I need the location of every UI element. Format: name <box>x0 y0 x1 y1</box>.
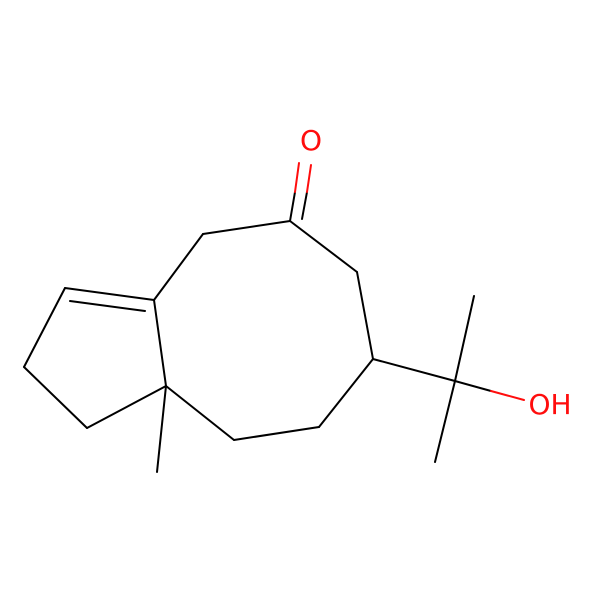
bond-ring5-c <box>86 385 167 429</box>
bond-ring8-e <box>318 358 374 428</box>
atom-label-hydroxyl: OH <box>528 388 571 421</box>
bond-sidechain <box>372 358 456 382</box>
hydroxyl-bond-group <box>454 380 525 401</box>
bond-carbonyl-1-oxygen-half <box>294 162 300 193</box>
bond-group <box>23 220 475 473</box>
bond-carbonyl-1-carbon-half <box>289 191 296 222</box>
bond-hydroxyl-oxygen-half <box>490 390 525 401</box>
bond-methyl <box>156 385 167 473</box>
bond-methyl-down <box>434 380 456 463</box>
bond-ring5-double-inner <box>69 300 146 312</box>
bond-methyl-up <box>454 295 475 382</box>
bond-ring8-g <box>165 385 235 441</box>
bond-carbonyl-2-oxygen-half <box>306 164 312 193</box>
bond-ring8-c <box>289 220 358 273</box>
bond-ring5-double-outer <box>64 287 155 301</box>
carbonyl-bond-group <box>289 162 312 222</box>
bond-ring5-a <box>23 287 66 368</box>
bond-ring5-b <box>23 366 88 429</box>
bond-ring8-a <box>153 233 204 301</box>
atom-label-ketone-oxygen: O <box>300 124 322 157</box>
bond-ring5-fusion <box>153 299 167 387</box>
bond-ring8-b <box>202 220 291 235</box>
bond-carbonyl-2-carbon-half <box>301 191 308 220</box>
bond-ring8-d <box>356 271 374 360</box>
bond-hydroxyl-carbon-half <box>454 380 492 392</box>
bond-ring8-f <box>233 426 320 441</box>
